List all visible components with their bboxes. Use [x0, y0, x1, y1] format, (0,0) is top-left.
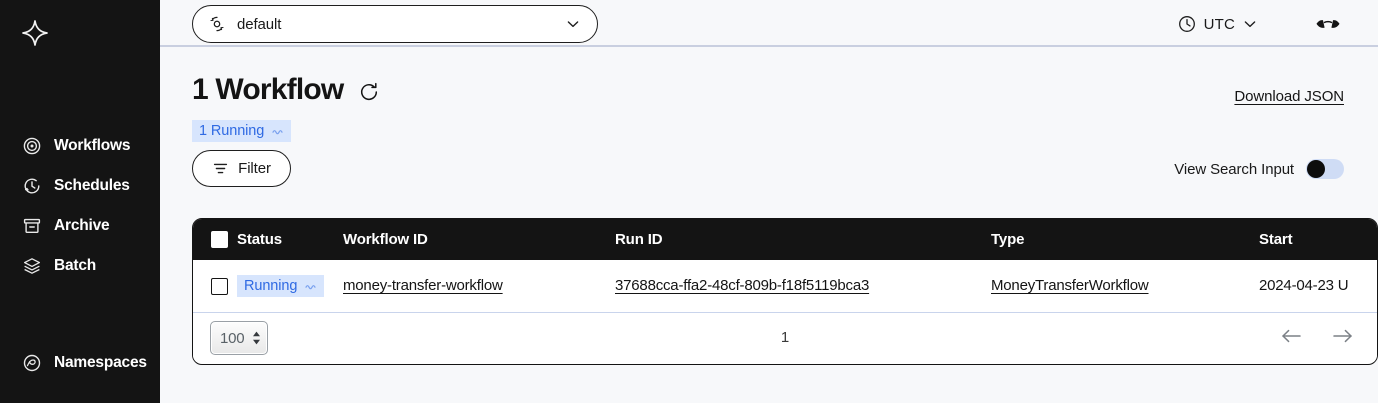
status-pill-running[interactable]: Running — [237, 275, 325, 297]
column-header-type[interactable]: Type — [991, 231, 1025, 248]
column-header-workflow-id[interactable]: Workflow ID — [343, 231, 428, 248]
sidebar-item-label: Namespaces — [54, 354, 147, 371]
namespaces-icon — [22, 353, 42, 373]
schedules-icon — [22, 176, 42, 196]
filter-button-label: Filter — [238, 160, 271, 177]
sidebar-item-label: Workflows — [54, 137, 131, 154]
select-all-cell — [193, 231, 237, 248]
cell-workflow-id: money-transfer-workflow — [343, 277, 615, 295]
page-header: 1 Workflow — [192, 75, 381, 105]
status-badge-label: 1 Running — [199, 123, 265, 139]
view-search-input-toggle[interactable] — [1306, 159, 1344, 179]
topbar: default UTC — [160, 0, 1378, 47]
column-header-start[interactable]: Start — [1259, 231, 1293, 248]
sidebar-item-namespaces[interactable]: Namespaces — [0, 343, 160, 383]
sidebar-item-batch[interactable]: Batch — [0, 246, 160, 286]
pagination-controls — [1279, 324, 1355, 348]
namespace-value: default — [237, 15, 282, 33]
table-row: Running money-transfer-workflow 3768 — [193, 260, 1377, 313]
view-search-input-label: View Search Input — [1174, 160, 1294, 178]
workflow-type-link[interactable]: MoneyTransferWorkflow — [991, 277, 1149, 294]
page-number: 1 — [780, 329, 790, 346]
filter-icon — [212, 160, 229, 177]
workflows-icon — [22, 136, 42, 156]
cell-type: MoneyTransferWorkflow — [991, 277, 1259, 295]
select-all-checkbox[interactable] — [210, 231, 228, 248]
table-header-row: Status Workflow ID Run ID Type Start — [193, 219, 1377, 260]
sidebar-item-label: Schedules — [54, 177, 130, 194]
stepper-arrows-icon — [252, 331, 261, 345]
column-header-status[interactable]: Status — [237, 231, 282, 248]
page-size-value: 100 — [220, 329, 245, 347]
page-size-stepper[interactable]: 100 — [210, 321, 268, 355]
workflows-table: Status Workflow ID Run ID Type Start Run… — [192, 218, 1378, 365]
sidebar-item-workflows[interactable]: Workflows — [0, 126, 160, 166]
filter-button[interactable]: Filter — [192, 150, 291, 187]
running-spinner-icon — [305, 280, 317, 292]
content-area: 1 Workflow Download JSON 1 Running — [160, 47, 1378, 403]
status-badge-running[interactable]: 1 Running — [192, 120, 292, 142]
main-area: default UTC — [160, 0, 1378, 403]
chevron-down-icon — [565, 16, 581, 32]
cell-start: 2024-04-23 U — [1259, 277, 1377, 295]
sidebar-nav-secondary: Namespaces — [0, 343, 160, 383]
batch-icon — [22, 256, 42, 276]
column-header-run-id[interactable]: Run ID — [615, 231, 663, 248]
row-checkbox[interactable] — [210, 277, 228, 295]
namespace-select[interactable]: default — [192, 5, 598, 43]
sidebar-item-archive[interactable]: Archive — [0, 206, 160, 246]
start-time-value: 2024-04-23 U — [1259, 277, 1349, 294]
cell-status: Running — [237, 275, 343, 297]
sidebar: Workflows Schedules — [0, 0, 160, 403]
sidebar-nav-primary: Workflows Schedules — [0, 126, 160, 286]
refresh-icon[interactable] — [357, 80, 381, 104]
row-select-cell — [193, 277, 237, 295]
arrow-right-icon[interactable] — [1331, 324, 1355, 348]
archive-icon — [22, 216, 42, 236]
table-footer: 100 1 — [193, 313, 1377, 362]
timezone-value: UTC — [1203, 15, 1235, 33]
sidebar-item-label: Batch — [54, 257, 97, 274]
arrow-left-icon[interactable] — [1279, 324, 1303, 348]
run-id-link[interactable]: 37688cca-ffa2-48cf-809b-f18f5119bca3 — [615, 277, 870, 294]
namespace-icon — [207, 14, 227, 34]
page-title: 1 Workflow — [192, 73, 344, 106]
clock-icon — [1177, 14, 1197, 34]
status-pill-label: Running — [244, 278, 298, 294]
workflow-id-link[interactable]: money-transfer-workflow — [343, 277, 503, 294]
download-json-link[interactable]: Download JSON — [1234, 88, 1344, 105]
codec-settings-button[interactable] — [1313, 10, 1343, 38]
view-search-input-control: View Search Input — [1174, 159, 1344, 179]
toggle-knob — [1307, 160, 1325, 178]
temporal-logo-icon[interactable] — [18, 16, 52, 50]
timezone-picker[interactable]: UTC — [1177, 10, 1258, 38]
glasses-icon — [1315, 16, 1341, 32]
sidebar-item-label: Archive — [54, 217, 110, 234]
cell-run-id: 37688cca-ffa2-48cf-809b-f18f5119bca3 — [615, 277, 991, 295]
chevron-down-icon — [1242, 16, 1258, 32]
sidebar-item-schedules[interactable]: Schedules — [0, 166, 160, 206]
running-spinner-icon — [272, 125, 284, 137]
